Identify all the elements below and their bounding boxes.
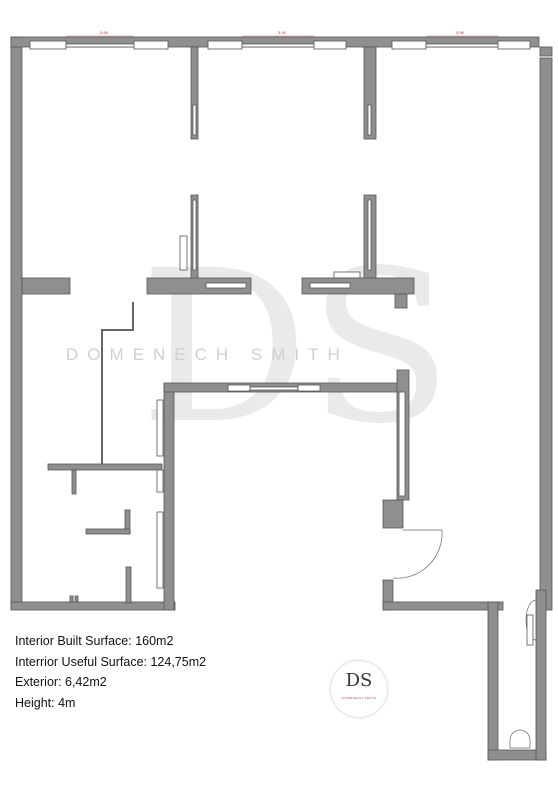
logo-name: DOMENECH SMITH (341, 696, 377, 700)
surface-info: Interior Built Surface: 160m2 Interrior … (15, 631, 206, 713)
interior-walls (21, 46, 415, 604)
dimension-label-1: 3.98 (100, 30, 109, 35)
ceiling-height: Height: 4m (15, 695, 76, 710)
dimension-labels: 3.98 3.91 3.98 (66, 30, 498, 37)
dimension-label-2: 3.91 (278, 30, 287, 35)
watermark-name: DOMENECH SMITH (66, 345, 349, 364)
top-windows (29, 40, 531, 50)
exterior-surface: Exterior: 6,42m2 (15, 675, 107, 689)
interior-useful-surface: Interrior Useful Surface: 124,75m2 (15, 654, 207, 669)
interior-built-surface: Interior Built Surface: 160m2 (15, 634, 174, 648)
exterior-walls (10, 36, 553, 761)
dimension-label-3: 3.98 (456, 30, 465, 35)
brand-logo: DS DOMENECH SMITH (331, 661, 387, 717)
doors (69, 529, 537, 749)
logo-monogram: DS (345, 670, 373, 691)
courtyard-windows (156, 384, 406, 589)
